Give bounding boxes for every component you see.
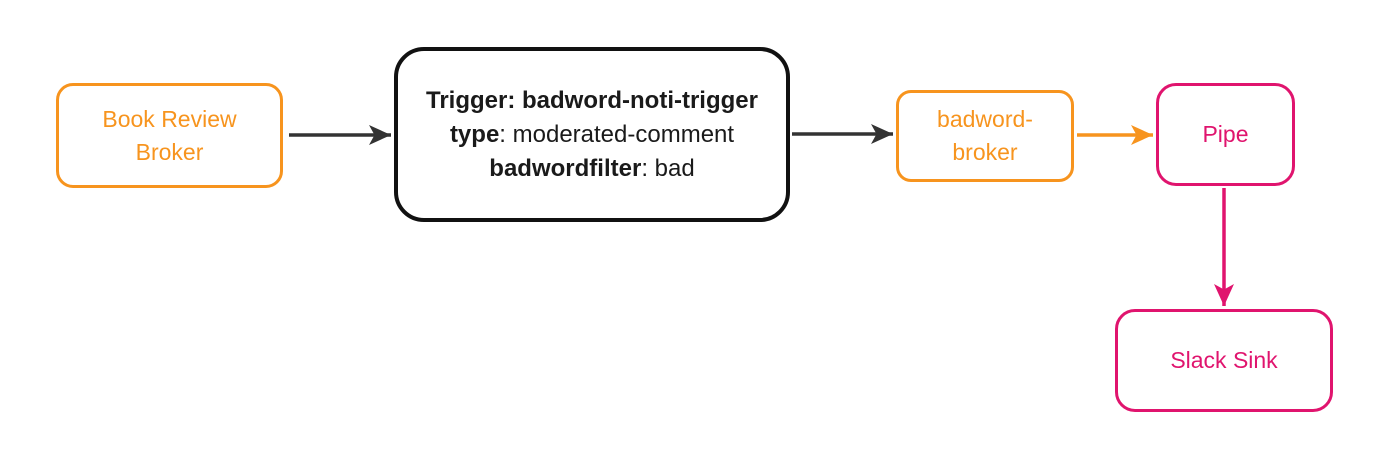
trigger-line-filter-bold: badwordfilter [489, 154, 642, 182]
node-slack-sink-label: Slack Sink [1170, 347, 1278, 374]
trigger-line-filter-rest: : bad [641, 154, 695, 182]
trigger-line-name-bold: Trigger: badword-noti-trigger [426, 86, 758, 114]
trigger-line-name: Trigger: badword-noti-trigger [426, 84, 758, 118]
node-book-review-broker-label: Book Review Broker [102, 105, 237, 165]
trigger-line-type-bold: type [449, 120, 500, 148]
trigger-line-type-rest: : moderated-comment [499, 120, 735, 148]
node-book-review-broker: Book Review Broker [56, 83, 283, 188]
node-pipe: Pipe [1156, 83, 1295, 186]
node-pipe-label: Pipe [1202, 121, 1249, 148]
node-trigger: Trigger: badword-noti-trigger type: mode… [394, 47, 790, 222]
node-badword-broker: badword- broker [896, 90, 1074, 182]
trigger-line-filter: badwordfilter: bad [489, 152, 694, 186]
trigger-line-type: type: moderated-comment [450, 118, 734, 152]
node-badword-broker-label: badword- broker [937, 106, 1033, 165]
node-slack-sink: Slack Sink [1115, 309, 1333, 412]
